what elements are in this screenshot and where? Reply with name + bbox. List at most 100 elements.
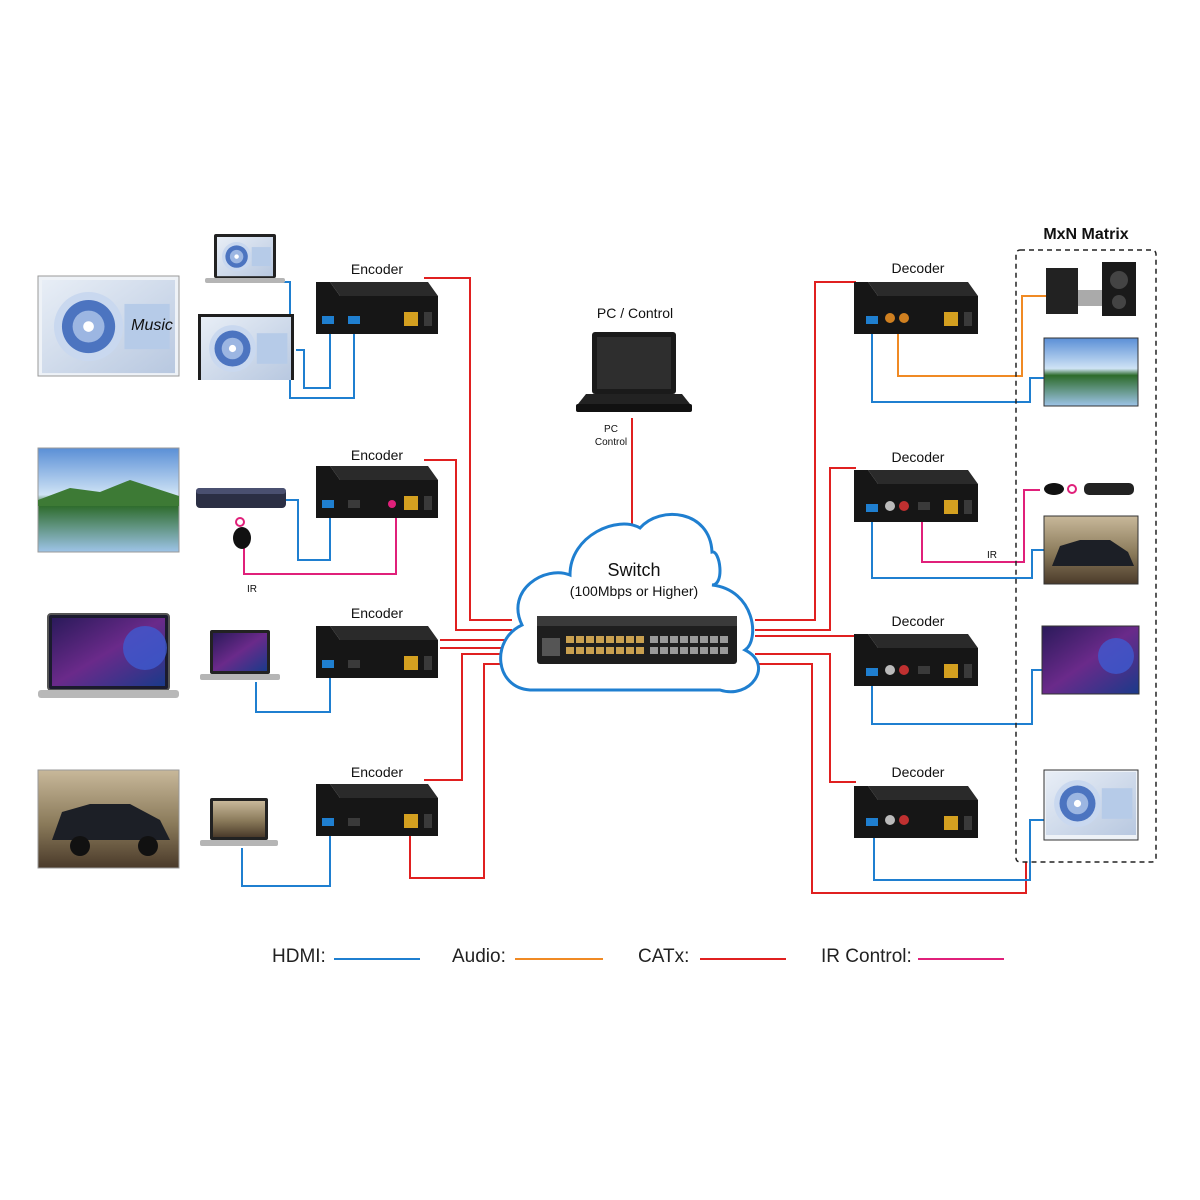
hdmi-enc1-display — [296, 320, 331, 389]
switch-cloud: Switch (100Mbps or Higher) — [499, 512, 760, 694]
ir-wires — [243, 489, 1040, 575]
hdmi-dec3 — [871, 669, 1044, 725]
decoder-1-audio-r — [899, 313, 909, 323]
decoder-3: Decoder — [854, 613, 978, 686]
encoder-3: Encoder — [316, 605, 438, 678]
source-laptop-3 — [200, 630, 280, 680]
music-text: Music — [131, 317, 173, 334]
decoder-1-hdmi-port — [866, 316, 878, 324]
switch-title: Switch — [607, 560, 660, 580]
source-media-player — [196, 488, 286, 508]
catx-dec1 — [755, 281, 856, 621]
catx-enc2 — [424, 459, 512, 631]
hdmi-dec2 — [871, 508, 1044, 579]
encoder-4: Encoder — [316, 764, 438, 836]
switch-subtitle: (100Mbps or Higher) — [570, 583, 698, 599]
decoder-1-rj45-port — [944, 312, 958, 326]
decoder-2: Decoder — [854, 449, 978, 522]
catx-dec2 — [755, 467, 856, 631]
decoder-3-rj45-port — [944, 664, 958, 678]
encoder-2-rj45-port — [404, 496, 418, 510]
hdmi-dec1 — [871, 320, 1044, 403]
encoder-1-label: Encoder — [351, 261, 403, 277]
catx-enc4 — [409, 663, 512, 879]
decoder-4-rj45-port — [944, 816, 958, 830]
encoder-1-usb-port — [322, 316, 334, 324]
catx-enc4-b — [424, 653, 512, 781]
decoder-2-label: Decoder — [892, 449, 945, 465]
audio-wires — [897, 295, 1046, 377]
sink-display-car — [1043, 515, 1139, 585]
decoder-2-rj45-port — [944, 500, 958, 514]
legend-audio-label: Audio: — [452, 946, 506, 967]
ir-emitter-enc: IR — [233, 517, 257, 595]
source-laptop-top — [205, 234, 285, 283]
ir-enc2 — [243, 505, 397, 575]
legend-ir-label: IR Control: — [821, 946, 912, 967]
source-display-small — [198, 314, 294, 380]
encoder-1-rj45-port — [404, 312, 418, 326]
hdmi-wires — [241, 281, 1044, 887]
catx-wires — [409, 277, 1027, 894]
pc-small-label-1: PC — [604, 424, 618, 435]
legend-catx-label: CATx: — [638, 946, 690, 967]
sink-display-flower — [1041, 625, 1140, 695]
encoder-2: Encoder — [316, 447, 438, 518]
hdmi-enc3 — [255, 668, 331, 713]
ir-dec2 — [921, 489, 1040, 563]
encoder-2-ir-port — [388, 500, 396, 508]
decoder-2-ir-port — [918, 502, 930, 510]
encoder-2-hdmi-port — [322, 500, 334, 508]
catx-dec4b — [755, 663, 1027, 894]
hdmi-dec4 — [873, 819, 1044, 881]
encoder-2-label: Encoder — [351, 447, 403, 463]
catx-dec4a — [755, 653, 856, 783]
pc-keyboard — [578, 394, 690, 404]
pc-title: PC / Control — [597, 305, 673, 321]
matrix-title: MxN Matrix — [1043, 226, 1128, 243]
mxn-matrix: MxN Matrix IR — [987, 226, 1157, 863]
speaker-system — [1046, 262, 1136, 316]
ir-label-dec: IR — [987, 550, 997, 561]
decoder-3-label: Decoder — [892, 613, 945, 629]
legend-audio-line — [515, 958, 603, 960]
sink-display-lake — [1043, 337, 1139, 407]
encoder-3-hdmi-port — [322, 660, 334, 668]
encoder-4-hdmi-port — [322, 818, 334, 826]
cloud-outline — [499, 512, 760, 694]
source-display-lake — [37, 447, 180, 553]
sink-display-music — [1043, 769, 1139, 841]
legend: HDMI: Audio: CATx: IR Control: — [0, 940, 1200, 980]
decoder-1-audio-l — [885, 313, 895, 323]
legend-ir-line — [918, 958, 1004, 960]
decoder-1-label: Decoder — [892, 260, 945, 276]
encoder-3-label: Encoder — [351, 605, 403, 621]
decoder-4-hdmi-port — [866, 818, 878, 826]
legend-hdmi-label: HDMI: — [272, 946, 326, 967]
hdmi-enc4 — [241, 826, 331, 887]
hdmi-enc2 — [284, 499, 331, 561]
encoder-1-hdmi-port — [348, 316, 360, 324]
ir-label-enc: IR — [247, 584, 257, 595]
hdmi-enc1-laptop — [280, 281, 355, 399]
source-laptop-flower — [38, 613, 179, 698]
decoder-3-hdmi-port — [866, 668, 878, 676]
decoder-4-label: Decoder — [892, 764, 945, 780]
audio-dec1 — [897, 295, 1046, 377]
matrix-border — [1015, 249, 1157, 863]
encoder-1: Encoder — [316, 261, 438, 334]
decoder-2-hdmi-port — [866, 504, 878, 512]
source-laptop-4 — [200, 798, 278, 846]
network-switch — [537, 616, 737, 664]
source-display-music: Music — [37, 275, 180, 377]
encoder-4-label: Encoder — [351, 764, 403, 780]
pc-control: PC / Control PC Control — [576, 305, 692, 448]
pc-small-label-2: Control — [595, 437, 627, 448]
legend-catx-line — [700, 958, 786, 960]
decoder-4: Decoder — [854, 764, 978, 838]
encoder-3-rj45-port — [404, 656, 418, 670]
legend-hdmi-line — [334, 958, 420, 960]
source-display-car — [37, 769, 180, 869]
decoder-1: Decoder — [854, 260, 978, 334]
